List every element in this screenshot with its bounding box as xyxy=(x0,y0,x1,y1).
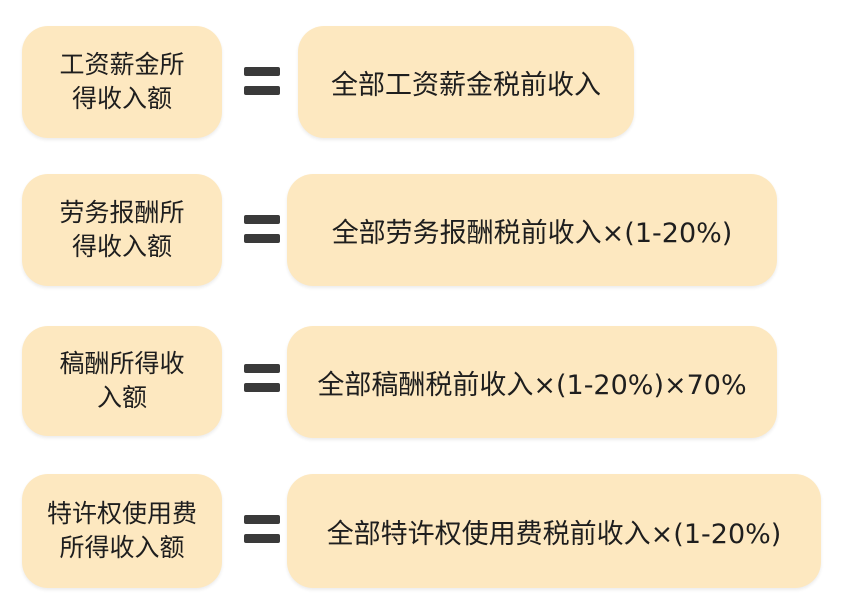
left-label-labor: 劳务报酬所得收入额 xyxy=(59,198,185,261)
left-box-royalty: 稿酬所得收入额 xyxy=(22,326,222,436)
left-box-labor: 劳务报酬所得收入额 xyxy=(22,174,222,286)
right-box-labor: 全部劳务报酬税前收入×(1-20%) xyxy=(287,174,777,286)
equals-sign xyxy=(244,215,280,245)
right-box-franchise: 全部特许权使用费税前收入×(1-20%) xyxy=(287,474,821,588)
equals-sign xyxy=(244,67,280,97)
right-box-salary: 全部工资薪金税前收入 xyxy=(298,26,634,138)
left-box-franchise: 特许权使用费所得收入额 xyxy=(22,474,222,588)
right-label-royalty: 全部稿酬税前收入×(1-20%)×70% xyxy=(317,369,747,401)
right-label-franchise: 全部特许权使用费税前收入×(1-20%) xyxy=(326,518,782,550)
right-label-salary: 全部工资薪金税前收入 xyxy=(331,69,601,101)
equals-sign xyxy=(244,364,280,394)
right-box-royalty: 全部稿酬税前收入×(1-20%)×70% xyxy=(287,326,777,438)
equals-sign xyxy=(244,515,280,545)
right-label-labor: 全部劳务报酬税前收入×(1-20%) xyxy=(331,217,733,249)
left-label-salary: 工资薪金所得收入额 xyxy=(59,50,185,113)
left-box-salary: 工资薪金所得收入额 xyxy=(22,26,222,138)
left-label-royalty: 稿酬所得收入额 xyxy=(59,349,185,412)
left-label-franchise: 特许权使用费所得收入额 xyxy=(46,499,197,562)
